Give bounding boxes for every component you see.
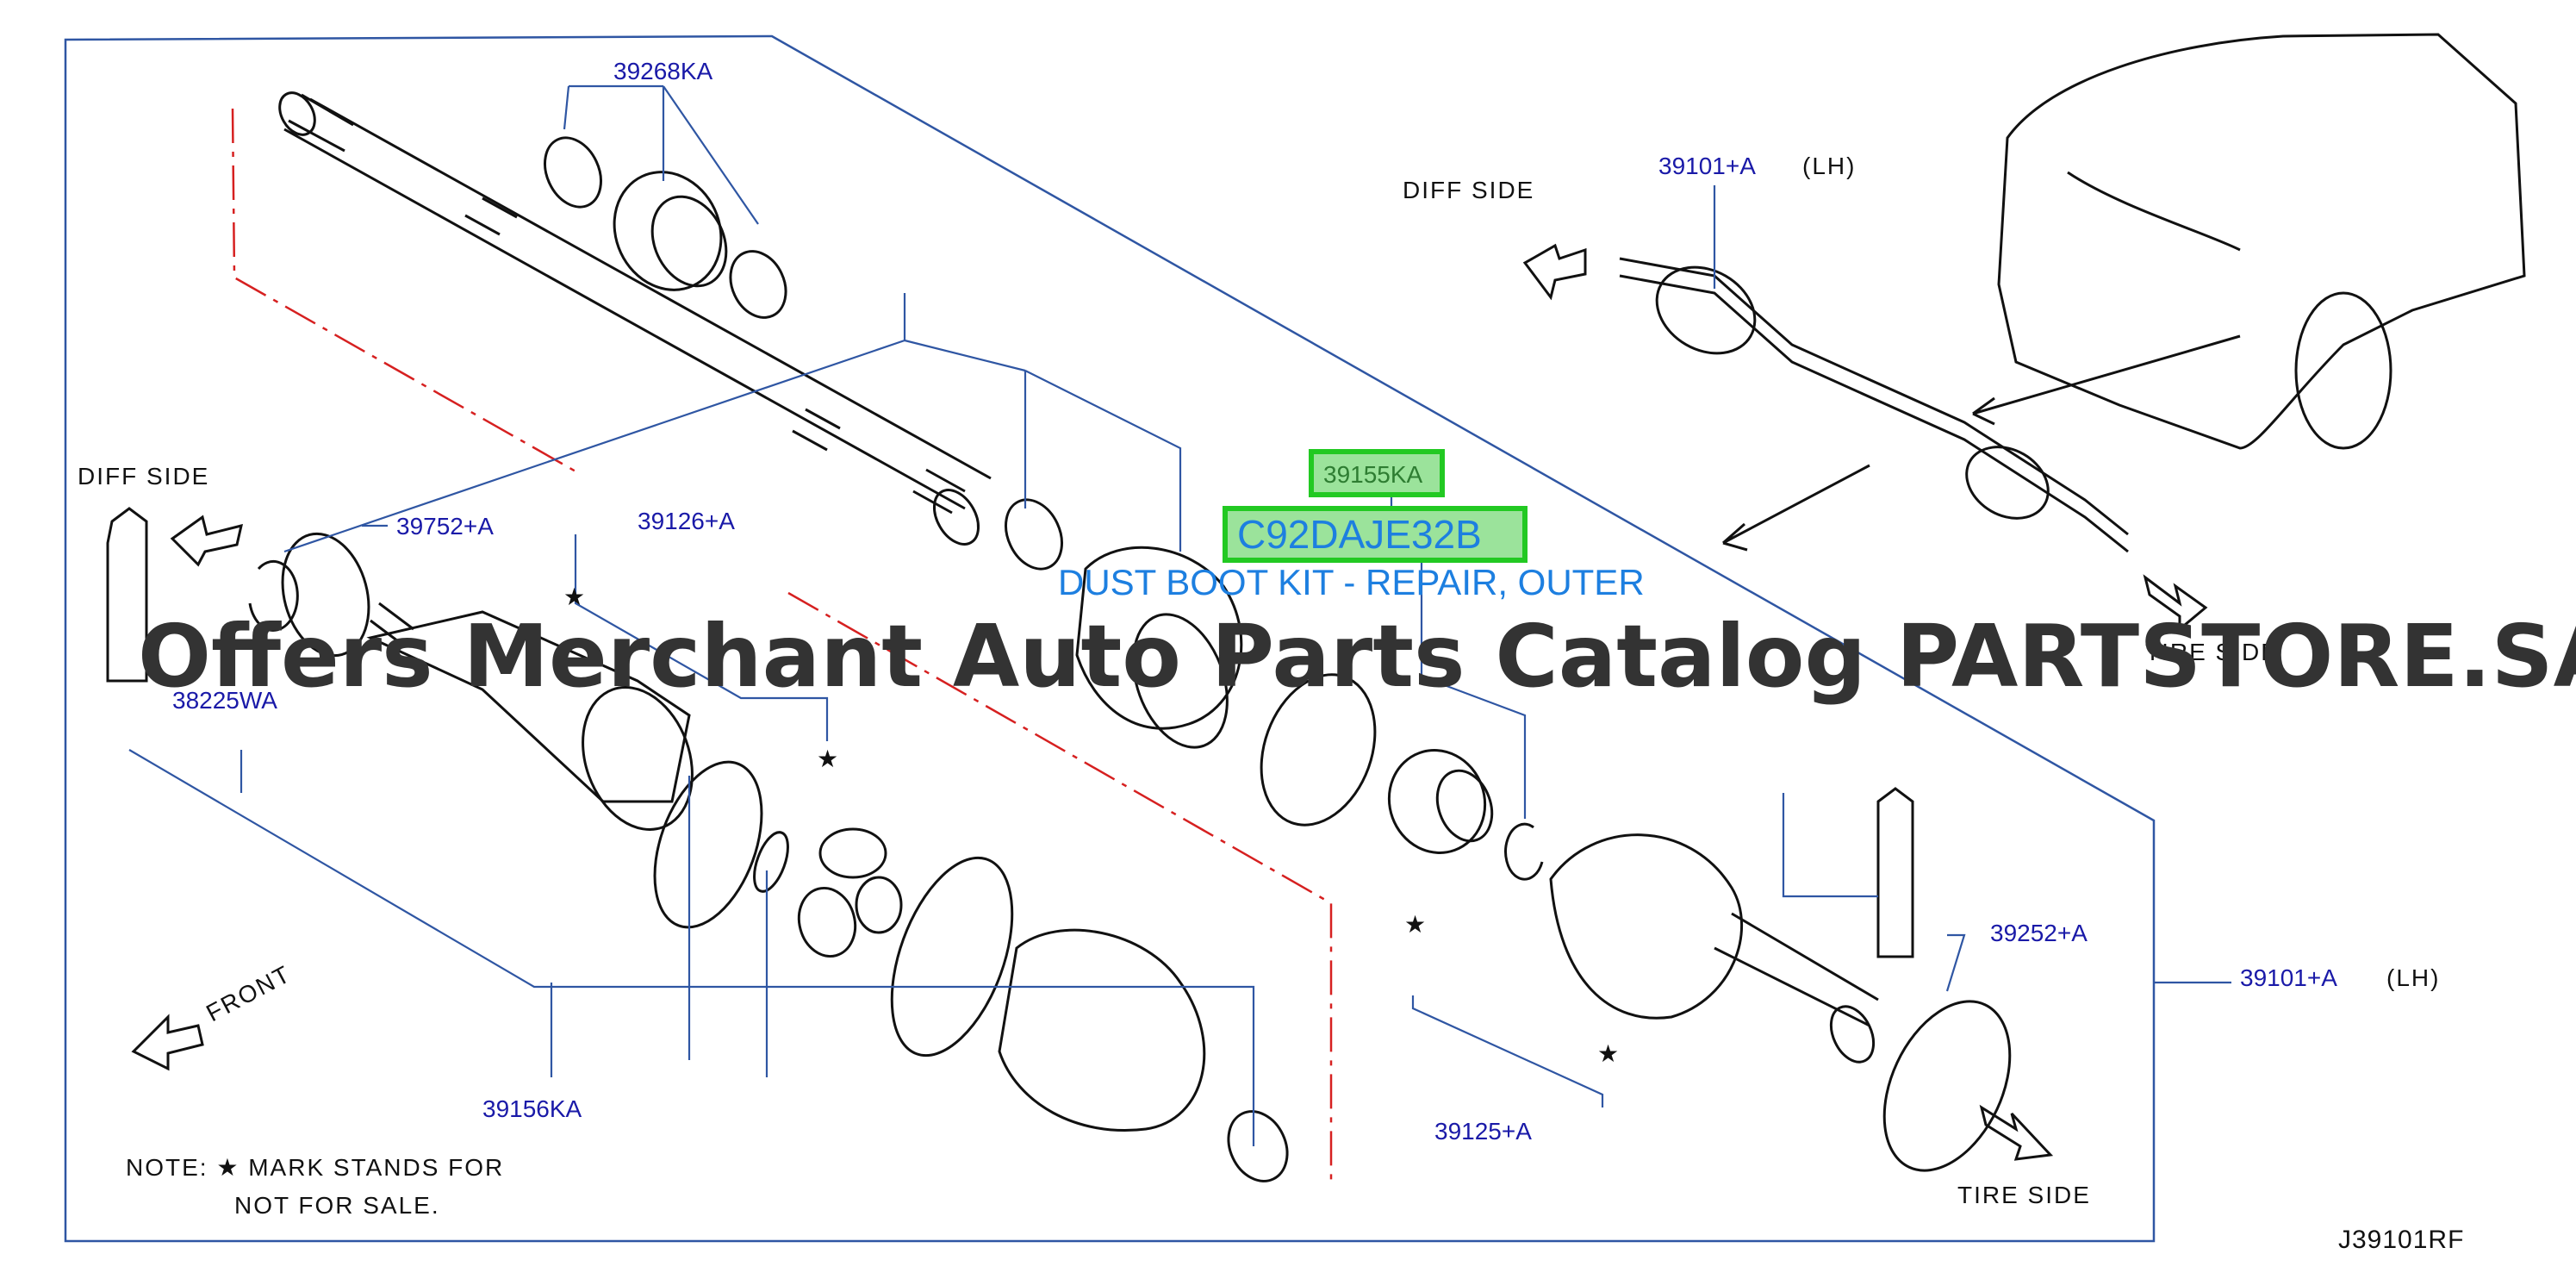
callout-39752A[interactable]: 39752+A — [396, 513, 494, 540]
star-marker: ★ — [817, 746, 840, 772]
callout-39156KA[interactable]: 39156KA — [482, 1095, 582, 1122]
callout-39101A-right[interactable]: 39101+A — [2240, 964, 2337, 991]
star-marker: ★ — [1597, 1040, 1621, 1067]
seal-39752 — [281, 532, 370, 658]
highlight-description: DUST BOOT KIT - REPAIR, OUTER — [1058, 562, 1645, 602]
tire-side-arrow-top — [2143, 574, 2208, 633]
grease-tube-right — [1876, 787, 1914, 958]
pointer-arrow-1 — [1972, 334, 2241, 426]
inner-boot — [890, 856, 1289, 1182]
watermark-text: Offers Merchant Auto Parts Catalog PARTS… — [138, 606, 2576, 707]
pointer-arrow-2 — [1722, 464, 1870, 552]
note-line-1: NOTE: ★ MARK STANDS FOR — [126, 1154, 504, 1181]
tire-side-arrow-bottom — [1979, 1104, 2054, 1161]
callout-39125A[interactable]: 39125+A — [1434, 1118, 1532, 1145]
label-tire-side-top: TIRE SIDE — [2145, 639, 2279, 665]
part-number-highlight-box[interactable] — [1309, 449, 1445, 497]
diff-side-arrow-top — [1522, 243, 1587, 301]
tripod-spider — [797, 827, 903, 958]
callout-39268KA[interactable]: 39268KA — [613, 58, 713, 84]
seal-39252 — [1882, 1000, 2012, 1172]
label-diff-side-left: DIFF SIDE — [78, 463, 209, 490]
callout-39101A-top[interactable]: 39101+A — [1658, 153, 1756, 179]
callout-lh-top: (LH) — [1802, 153, 1856, 179]
note-line-2: NOT FOR SALE. — [234, 1192, 440, 1219]
circlip-left — [248, 559, 299, 632]
boot-clamps-top — [544, 136, 787, 319]
centerline-lower — [787, 591, 1333, 1181]
front-arrow — [131, 1014, 204, 1071]
bearing-cage — [1387, 749, 1494, 854]
vehicle-outline — [1997, 33, 2526, 450]
label-tire-side-bottom: TIRE SIDE — [1957, 1182, 2091, 1208]
outer-joint — [1549, 833, 1879, 1064]
inner-joint-housing — [366, 602, 694, 831]
label-front: FRONT — [202, 960, 296, 1026]
snap-ring-left — [753, 831, 789, 893]
assembled-driveshaft — [1619, 257, 2129, 553]
highlight-catalog-code[interactable]: C92DAJE32B — [1237, 512, 1482, 557]
diff-side-arrow-left — [170, 515, 244, 567]
assembly-frame — [64, 34, 2156, 1243]
centerline-upper — [231, 108, 578, 474]
circlip-right — [1504, 822, 1544, 881]
callout-39126A[interactable]: 39126+A — [638, 508, 735, 534]
grease-tube-left — [106, 507, 148, 683]
inner-shaft — [278, 91, 992, 546]
leader-lines — [128, 84, 2231, 1146]
callout-38225WA[interactable]: 38225WA — [172, 687, 277, 714]
o-ring — [653, 760, 763, 929]
label-diff-side-top: DIFF SIDE — [1403, 177, 1534, 203]
callout-39252A[interactable]: 39252+A — [1990, 920, 2088, 946]
callout-lh-right: (LH) — [2386, 964, 2440, 991]
diagram-reference: J39101RF — [2338, 1226, 2464, 1254]
star-marker: ★ — [563, 583, 587, 610]
outer-boot — [1005, 498, 1377, 827]
star-marker: ★ — [1404, 911, 1428, 938]
catalog-code-highlight-box[interactable] — [1223, 506, 1528, 563]
highlight-part-number[interactable]: 39155KA — [1323, 461, 1423, 488]
